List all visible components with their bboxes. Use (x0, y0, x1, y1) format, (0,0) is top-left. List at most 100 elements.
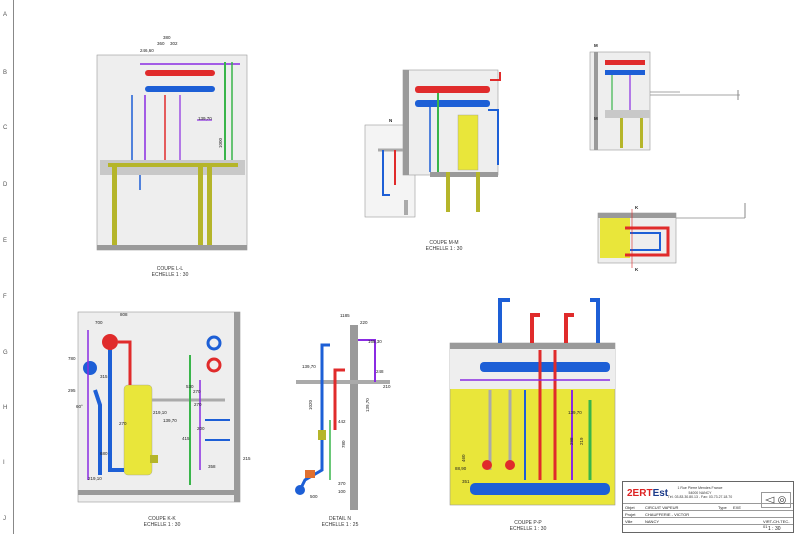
dimension-label: 270 (193, 389, 201, 394)
site-label: Projet (625, 512, 636, 517)
dimension-label: 808 (120, 312, 128, 317)
address-line: Tél. 03.83.30.80.13 - Fax: 03.73.27.18.7… (667, 495, 733, 499)
caption-scale: ECHELLE 1 : 30 (151, 272, 189, 278)
dimension-label: 360 (157, 41, 165, 46)
dimension-label: 248 (376, 369, 384, 374)
view-coupe-top-right (589, 51, 740, 151)
dimension-label: 200 (197, 426, 205, 431)
caption-coupe-ll: COUPE L-L ECHELLE 1 : 30 (140, 266, 200, 278)
dimension-label: 168,30 (368, 339, 382, 344)
row-label: C (3, 125, 8, 131)
dimension-label: 415 (182, 436, 190, 441)
city-value: NANCY (645, 519, 660, 524)
section-marker-k: K (635, 267, 639, 272)
address-line: 1 Rue Pierre Mendes France (677, 486, 723, 490)
row-label: I (3, 460, 5, 466)
drawing-scale: 1 : 30 (768, 526, 781, 532)
dimension-label: 88,90 (455, 466, 467, 471)
caption-coupe-pp: COUPE P-P ECHELLE 1 : 30 (498, 520, 558, 532)
title-block: 2ERTEst 1 Rue Pierre Mendes France 54000… (622, 481, 794, 533)
section-marker-n: N (389, 118, 392, 123)
dimension-label: 358 (208, 464, 216, 469)
row-label: B (3, 70, 8, 76)
caption-coupe-mm: COUPE M-M ECHELLE 1 : 30 (414, 240, 474, 252)
dimension-label: 315 (100, 374, 108, 379)
caption-scale: ECHELLE 1 : 30 (143, 522, 181, 528)
caption-title: DETAIL N (329, 516, 351, 522)
dimension-label: 219,10 (153, 410, 167, 415)
dimension-label: 680 (100, 451, 108, 456)
dimension-label: 295 (68, 388, 76, 393)
dimension-label: 1000 (218, 137, 223, 148)
caption-detail-n: DETAIL N ECHELLE 1 : 25 (310, 516, 370, 528)
dimension-label: 780 (341, 440, 346, 448)
dimension-label: 1020 (308, 399, 313, 410)
address-line: 54000 NANCY (688, 490, 712, 495)
dimension-label: 460 (461, 454, 466, 462)
dimension-label: 500 (310, 494, 318, 499)
row-label: F (3, 294, 7, 300)
projection-symbol-icon (761, 492, 791, 508)
site-value: CHAUFFERIE - VICTOR (645, 512, 690, 517)
dimension-label: 219,10 (88, 476, 102, 481)
dimension-label: 139,70 (163, 418, 177, 423)
caption-title: COUPE L-L (156, 266, 184, 272)
row-label: J (3, 516, 6, 522)
caption-title: COUPE K-K (148, 516, 176, 522)
drawing-reference: VIRT-CH-TEC-01 (763, 519, 790, 529)
view-coupe-ll (96, 54, 248, 251)
dimension-label: 100 (338, 489, 346, 494)
object-label: Objet (625, 505, 635, 510)
type-value: EXE (733, 505, 742, 510)
type-label: Type (718, 505, 727, 510)
caption-title: COUPE P-P (514, 520, 542, 526)
dimension-label: 530 (186, 384, 194, 389)
company-address: 1 Rue Pierre Mendes France 54000 NANCY T… (665, 486, 735, 500)
dimension-label: 370 (338, 481, 346, 486)
dimension-label: 270 (194, 402, 202, 407)
caption-scale: ECHELLE 1 : 25 (321, 522, 359, 528)
caption-title: COUPE M-M (429, 240, 459, 246)
view-plan-k (597, 203, 746, 268)
dimension-label: 246,60 (140, 48, 154, 53)
object-value: CIRCUIT VAPEUR (645, 505, 679, 510)
section-marker-k: K (635, 205, 639, 210)
dimension-label: 60° (76, 404, 83, 409)
dimension-label: 1185 (340, 313, 350, 318)
caption-scale: ECHELLE 1 : 30 (509, 526, 547, 532)
view-detail-n (295, 325, 390, 510)
company-logo: 2ERTEst (627, 488, 668, 499)
dimension-label: 139,70 (365, 398, 370, 412)
dimension-label: 780 (68, 356, 76, 361)
caption-coupe-kk: COUPE K-K ECHELLE 1 : 30 (132, 516, 192, 528)
view-coupe-pp (449, 298, 616, 506)
dimension-label: 700 (95, 320, 103, 325)
sheet-border-margin (0, 0, 14, 534)
dimension-label: 219 (579, 437, 584, 445)
row-label: A (3, 12, 8, 18)
dimension-label: 380 (163, 35, 171, 40)
row-label: G (3, 350, 8, 356)
dimension-label: 215 (243, 456, 251, 461)
dimension-label: 139,70 (302, 364, 316, 369)
view-coupe-kk (77, 311, 241, 503)
section-marker-m: M (594, 116, 598, 121)
row-label: E (3, 238, 8, 244)
row-label: D (3, 182, 8, 188)
dimension-label: 220 (360, 320, 368, 325)
dimension-label: 442 (338, 419, 346, 424)
caption-scale: ECHELLE 1 : 30 (425, 246, 463, 252)
dimension-label: 139,70 (568, 410, 582, 415)
dimension-label: 139,70 (198, 116, 212, 121)
row-label: H (3, 405, 8, 411)
dimension-label: 298 (569, 437, 574, 445)
logo-suffix: Est (652, 488, 669, 499)
view-coupe-mm (364, 69, 501, 218)
city-label: Ville (625, 519, 633, 524)
section-marker-m: M (594, 43, 598, 48)
dimension-label: 210 (383, 384, 391, 389)
logo-main: 2ERT (627, 488, 653, 499)
dimension-label: 270 (119, 421, 127, 426)
